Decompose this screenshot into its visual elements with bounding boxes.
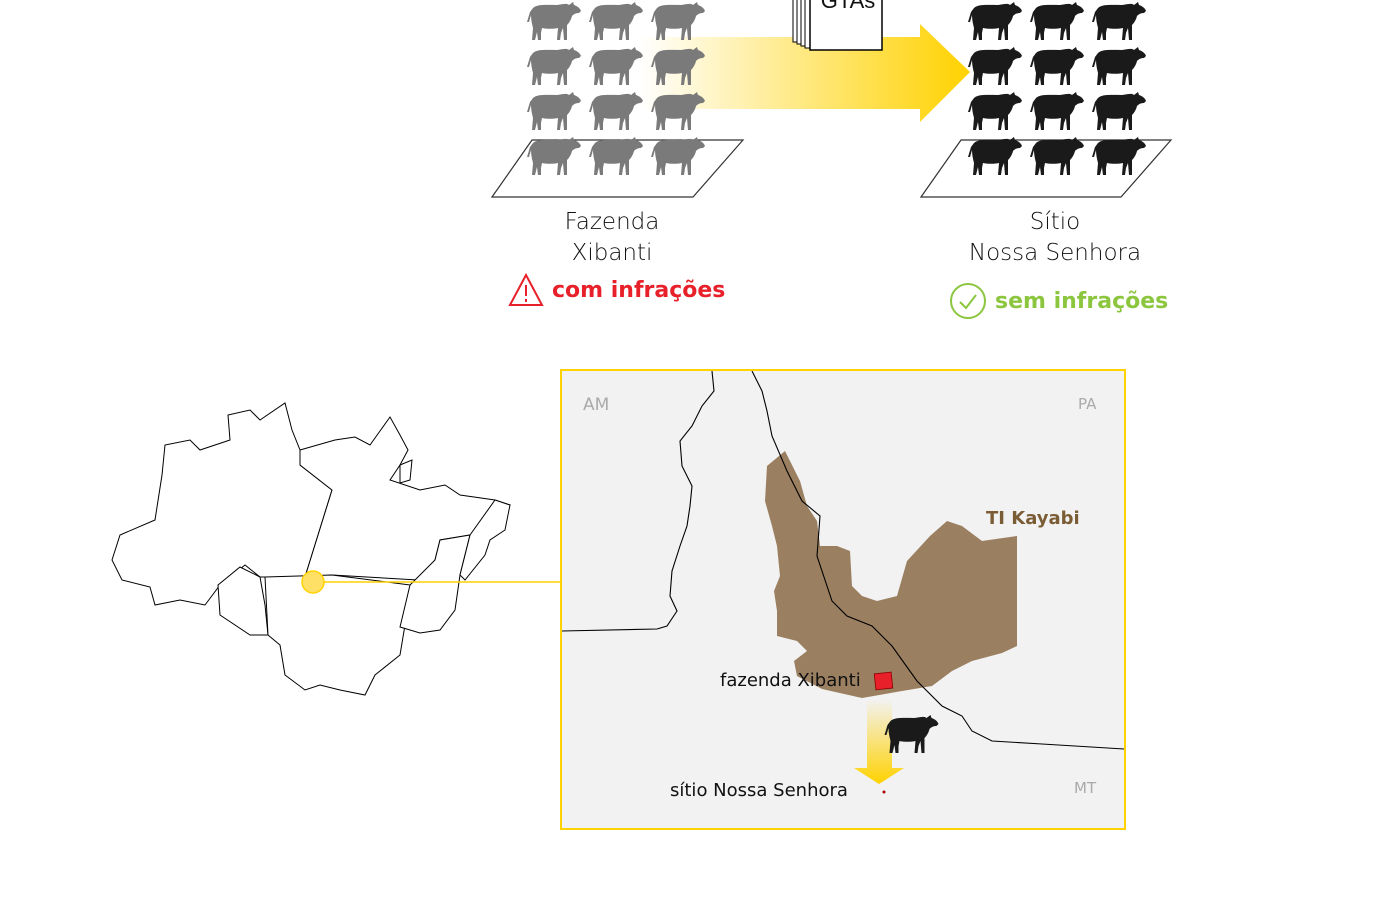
origin-farm-name: Fazenda Xibanti: [532, 207, 692, 269]
detail-map-drawing: [562, 371, 1124, 794]
state-label-am: AM: [583, 395, 610, 415]
check-circle-icon: [950, 283, 986, 319]
origin-status-text: com infrações: [552, 277, 726, 303]
territory-label: TI Kayabi: [986, 508, 1080, 529]
cow-icon: [1030, 2, 1084, 40]
cow-icon: [651, 92, 705, 130]
cow-icon: [968, 47, 1022, 85]
gta-documents-stack: GTAs: [792, 0, 883, 51]
state-outline: [264, 574, 419, 696]
state-label-pa: PA: [1078, 395, 1097, 413]
cow-icon: [527, 47, 581, 85]
farm-label: fazenda Xibanti: [720, 670, 861, 691]
cow-icon: [1030, 92, 1084, 130]
warning-icon: [508, 273, 544, 306]
cow-icon: [651, 2, 705, 40]
origin-status: com infrações: [508, 273, 725, 307]
cow-icon: [527, 2, 581, 40]
cow-icon: [884, 715, 939, 753]
destination-status: sem infrações: [949, 282, 1168, 320]
state-outline: [399, 459, 413, 484]
location-highlight-marker: [301, 570, 325, 594]
fazenda-xibanti-marker: [873, 671, 894, 691]
state-outline: [459, 499, 511, 581]
detail-map: AM PA MT TI Kayabi fazenda Xibanti sítio…: [560, 369, 1126, 830]
gta-documents-label: GTAs: [821, 0, 876, 13]
state-outline: [111, 402, 333, 606]
destination-cattle-herd: [968, 2, 1146, 175]
cow-icon: [589, 2, 643, 40]
destination-name-line2: Nossa Senhora: [968, 240, 1142, 266]
cow-icon: [1092, 92, 1146, 130]
sitio-nossa-senhora-marker: [882, 790, 886, 794]
state-outline: [217, 566, 269, 636]
transfer-arrow: [640, 24, 970, 122]
origin-name-line1: Fazenda: [564, 209, 660, 235]
state-label-mt: MT: [1074, 779, 1097, 797]
cow-icon: [1030, 47, 1084, 85]
destination-status-text: sem infrações: [995, 288, 1169, 314]
cow-icon: [968, 2, 1022, 40]
ti-kayabi-territory: [765, 451, 1017, 698]
cow-icon: [527, 92, 581, 130]
destination-name-line1: Sítio: [1029, 209, 1081, 235]
destination-farm-name: Sítio Nossa Senhora: [955, 207, 1155, 269]
cow-icon: [589, 92, 643, 130]
cattle-transfer-diagram: GTAs: [490, 0, 1173, 198]
river-line: [751, 371, 1124, 750]
cow-icon: [1092, 2, 1146, 40]
river-line: [562, 371, 715, 632]
cow-icon: [1092, 47, 1146, 85]
site-label: sítio Nossa Senhora: [670, 780, 848, 801]
origin-name-line2: Xibanti: [571, 240, 653, 266]
cow-icon: [589, 47, 643, 85]
cow-icon: [968, 92, 1022, 130]
state-outline: [399, 534, 471, 634]
legal-amazon-overview-map: [111, 402, 562, 696]
